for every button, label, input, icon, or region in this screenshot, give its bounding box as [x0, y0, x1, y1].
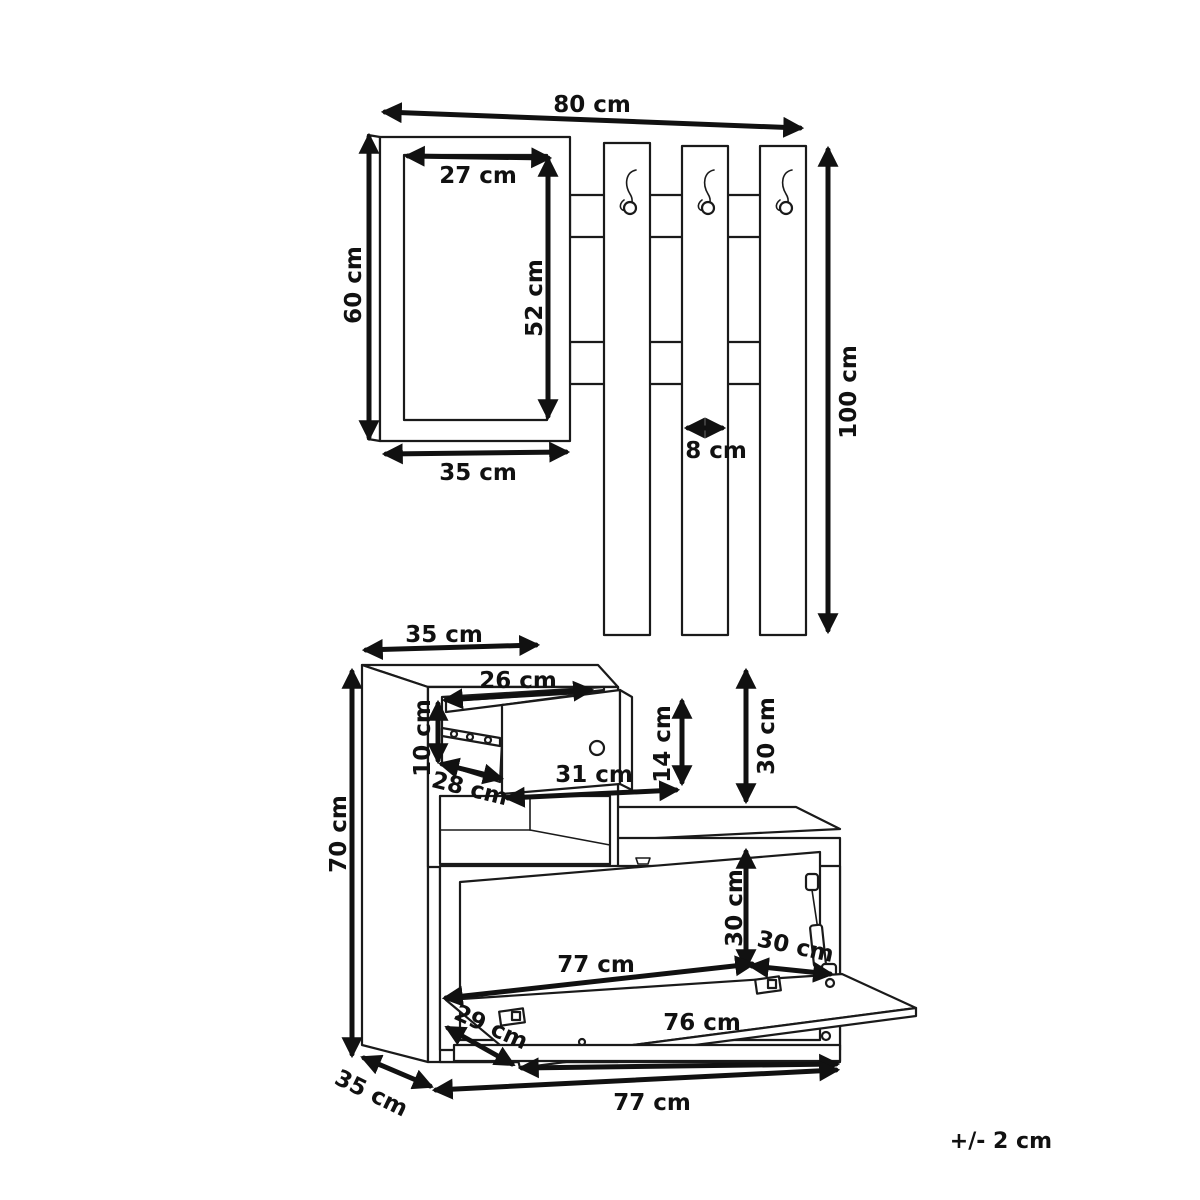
- label-upper-section-height: 30 cm: [754, 697, 780, 775]
- label-mirror-inner-height: 52 cm: [522, 259, 548, 337]
- dim-flap-inner-depth: [444, 1025, 516, 1067]
- compartment-notch: [635, 857, 651, 865]
- label-drawer-inner-height: 10 cm: [410, 699, 436, 777]
- coat-hook-icon: [697, 169, 716, 216]
- label-mirror-inner-width: 27 cm: [439, 163, 517, 189]
- dim-shoe-inner-width: [441, 955, 757, 1007]
- label-shoe-inner-width: 77 cm: [557, 952, 635, 978]
- dim-drawer-front-width: [503, 780, 681, 808]
- label-cabinet-height: 70 cm: [326, 795, 352, 873]
- label-cabinet-depth-top: 35 cm: [405, 622, 483, 648]
- label-panel-width: 80 cm: [553, 92, 631, 118]
- label-cabinet-width: 77 cm: [613, 1090, 691, 1116]
- wall-panel-group: [366, 133, 808, 637]
- dim-mirror-width: [381, 441, 571, 465]
- dim-mirror-inner-width: [403, 145, 553, 169]
- cabinet-low-top: [606, 805, 842, 842]
- hook-board-right: [758, 144, 808, 637]
- label-drawer-inner-width: 26 cm: [479, 668, 557, 694]
- label-drawer-front-height: 14 cm: [650, 705, 676, 783]
- shoe-cabinet-group: [360, 663, 918, 1070]
- hinge-icon: [754, 975, 782, 995]
- flap-screw: [824, 977, 836, 989]
- hook-board-left: [602, 141, 652, 637]
- label-drawer-front-width: 31 cm: [555, 762, 633, 788]
- coat-hook-icon: [619, 169, 638, 216]
- back-rail-bottom: [568, 340, 772, 386]
- label-flap-width: 76 cm: [663, 1010, 741, 1036]
- back-rail-top: [568, 193, 772, 239]
- label-hook-board-width: 8 cm: [685, 438, 747, 464]
- label-mirror-width: 35 cm: [439, 460, 517, 486]
- dim-flap-width: [517, 1053, 841, 1079]
- label-mirror-height: 60 cm: [341, 246, 367, 324]
- dim-drawer-inner-width: [441, 680, 595, 710]
- coat-hook-icon: [775, 169, 794, 216]
- dim-panel-width: [380, 102, 805, 138]
- label-panel-height: 100 cm: [836, 345, 862, 439]
- dim-cabinet-width: [431, 1060, 841, 1100]
- shelf-divider: [529, 829, 611, 846]
- flap-screw: [820, 1030, 832, 1042]
- dim-cabinet-depth-bottom: [360, 1054, 434, 1090]
- flap-screw: [577, 1037, 587, 1047]
- hinge-icon: [498, 1007, 526, 1027]
- dim-drawer-depth: [437, 757, 505, 785]
- hook-board-middle: [680, 144, 730, 637]
- dim-cabinet-depth-top: [361, 634, 541, 661]
- drawer-knob-icon: [588, 739, 606, 757]
- dim-flap-depth: [747, 957, 835, 983]
- label-shoe-compartment-height: 30 cm: [722, 869, 748, 947]
- tolerance-note: +/- 2 cm: [950, 1129, 1052, 1154]
